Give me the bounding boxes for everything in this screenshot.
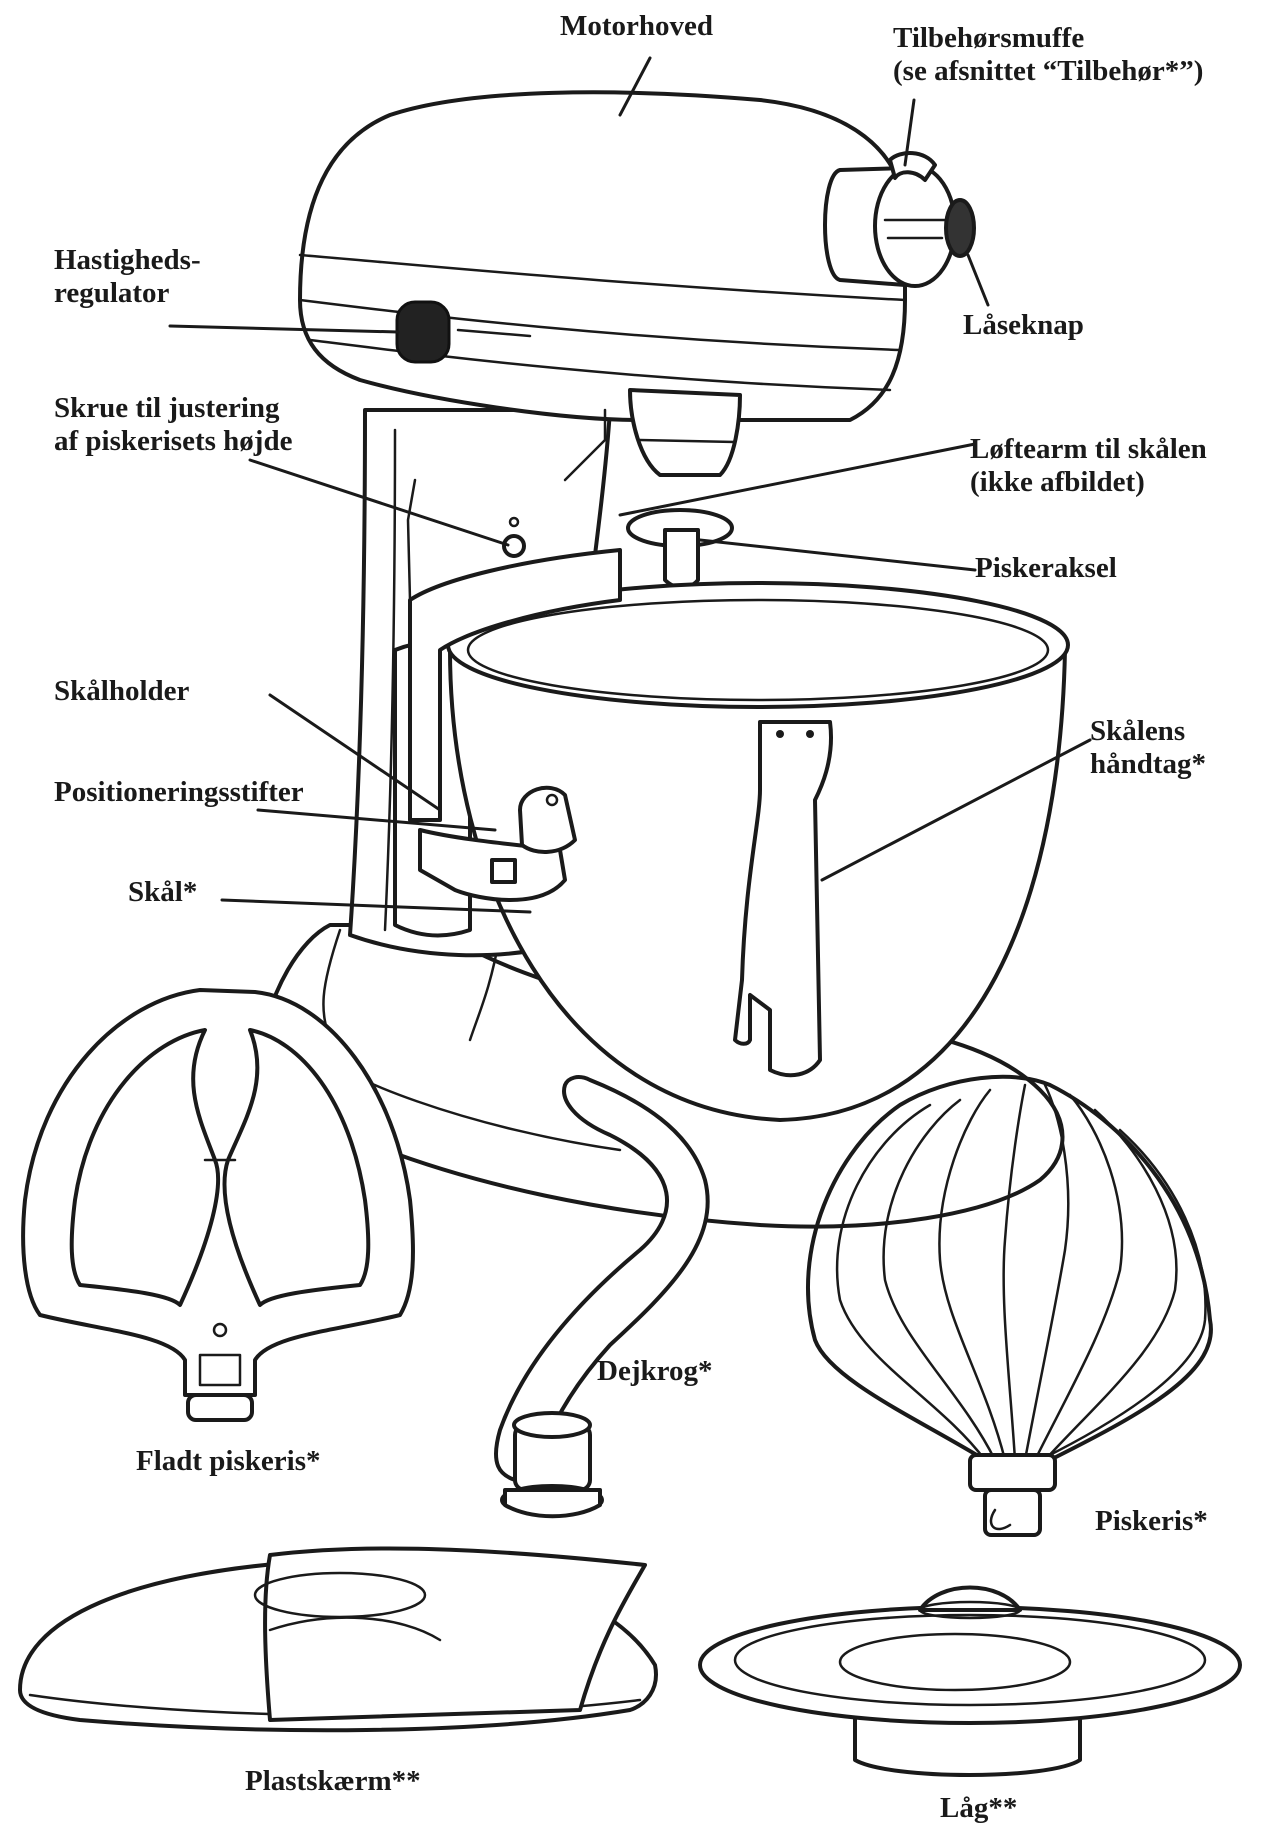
wire-whip bbox=[806, 1074, 1213, 1537]
label-piskeris: Piskeris* bbox=[1095, 1505, 1208, 1537]
label-skalens-handtag: Skålens håndtag* bbox=[1090, 715, 1207, 780]
flat-beater bbox=[21, 988, 415, 1422]
label-plastskaerm: Plastskærm** bbox=[245, 1765, 421, 1797]
label-hastighedsregulator: Hastigheds- regulator bbox=[54, 244, 201, 309]
motor-head bbox=[298, 90, 976, 590]
label-positioneringsstifter: Positioneringsstifter bbox=[54, 776, 304, 808]
label-skalholder: Skålholder bbox=[54, 675, 190, 707]
label-laseknap: Låseknap bbox=[963, 309, 1084, 341]
bowl-lid bbox=[698, 1585, 1242, 1777]
label-fladt-piskeris: Fladt piskeris* bbox=[136, 1445, 321, 1477]
label-motorhoved: Motorhoved bbox=[560, 10, 714, 42]
label-dejkrog: Dejkrog* bbox=[597, 1355, 713, 1387]
label-skrue: Skrue til justering af piskerisets højde bbox=[54, 392, 293, 457]
leader-lines bbox=[168, 56, 1092, 914]
label-piskeraksel: Piskeraksel bbox=[975, 552, 1117, 584]
pouring-shield bbox=[18, 1546, 658, 1733]
label-skal: Skål* bbox=[128, 876, 198, 908]
label-tilbehorsmuffe: Tilbehørsmuffe (se afsnittet “Tilbehør*”… bbox=[893, 22, 1204, 87]
dough-hook bbox=[494, 1075, 710, 1519]
label-lag: Låg** bbox=[940, 1792, 1018, 1824]
bowl bbox=[408, 548, 1070, 1122]
label-loftearm: Løftearm til skålen (ikke afbildet) bbox=[970, 433, 1207, 498]
